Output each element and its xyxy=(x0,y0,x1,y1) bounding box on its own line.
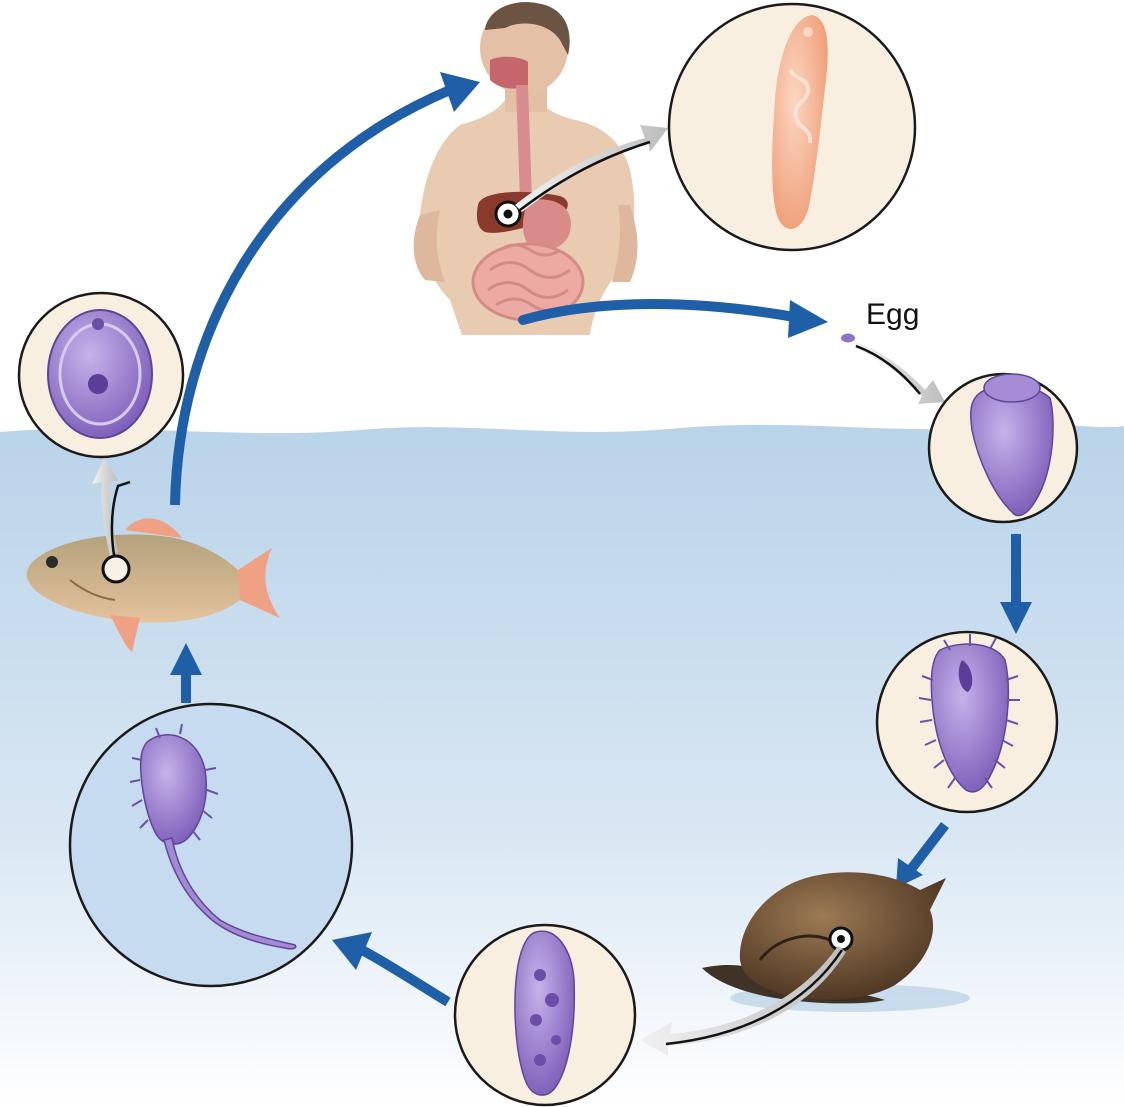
human-host xyxy=(413,2,638,335)
pointer-arrow-liver-to-adult xyxy=(515,125,668,212)
flow-arrow-human-to-egg xyxy=(518,299,805,325)
miracidium-stage xyxy=(875,630,1059,814)
redia-stage xyxy=(453,923,637,1107)
snail-location-marker xyxy=(828,926,854,952)
flow-arrow-egg-to-miracidium xyxy=(1000,602,1032,634)
egg-label: Egg xyxy=(866,298,920,331)
flow-arrow-cercaria-to-fish xyxy=(170,643,202,675)
cercaria-stage xyxy=(68,702,354,988)
flow-arrow-miracidium-to-snail xyxy=(896,858,923,888)
liver-location-marker xyxy=(494,200,522,228)
fish-location-marker xyxy=(101,554,131,584)
snail-host xyxy=(702,872,970,1012)
flow-arrow-fish-to-human xyxy=(440,72,480,112)
fish-host xyxy=(26,518,280,652)
adult-fluke-stage xyxy=(667,2,917,252)
egg-stage xyxy=(927,372,1079,524)
metacercaria-stage xyxy=(17,291,185,459)
egg-dot xyxy=(841,333,855,343)
flow-arrow-redia-to-cercaria xyxy=(332,932,372,970)
pointer-arrow-snail-to-redia xyxy=(640,946,846,1056)
